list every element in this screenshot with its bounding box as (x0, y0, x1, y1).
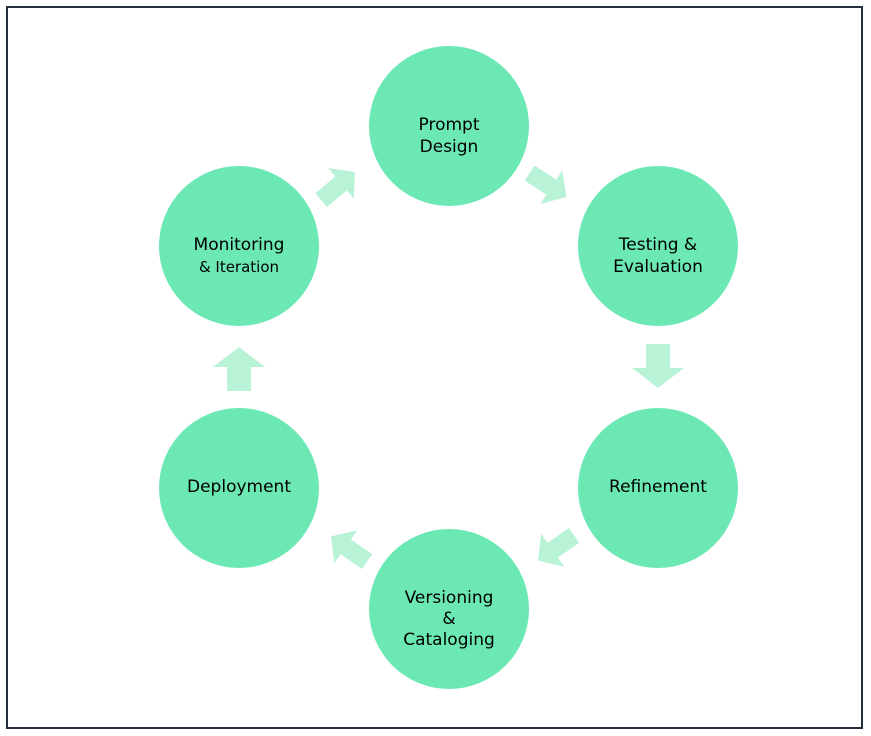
stage-label-deployment: Deployment (187, 477, 291, 498)
stage-label-refinement: Refinement (609, 477, 707, 498)
stage-refinement: Refinement (578, 408, 738, 568)
stage-monitoring-iteration: Monitoring& Iteration (159, 166, 319, 326)
arrow-monitoring-to-prompt (315, 168, 355, 208)
stage-label-testing-evaluation: Testing &Evaluation (613, 235, 703, 277)
stage-versioning-cataloging: Versioning&Cataloging (369, 529, 529, 689)
arrow-deployment-to-monitoring (213, 347, 265, 391)
stage-label-monitoring-iteration: Monitoring& Iteration (193, 235, 285, 276)
stage-testing-evaluation: Testing &Evaluation (578, 166, 738, 326)
arrow-prompt-to-testing (524, 165, 567, 204)
arrow-testing-to-refinement (632, 344, 684, 388)
stage-deployment: Deployment (159, 408, 319, 568)
stage-label-versioning-cataloging: Versioning&Cataloging (403, 587, 495, 651)
arrow-refinement-to-versioning (537, 528, 580, 567)
arrow-versioning-to-deployment (330, 530, 373, 569)
